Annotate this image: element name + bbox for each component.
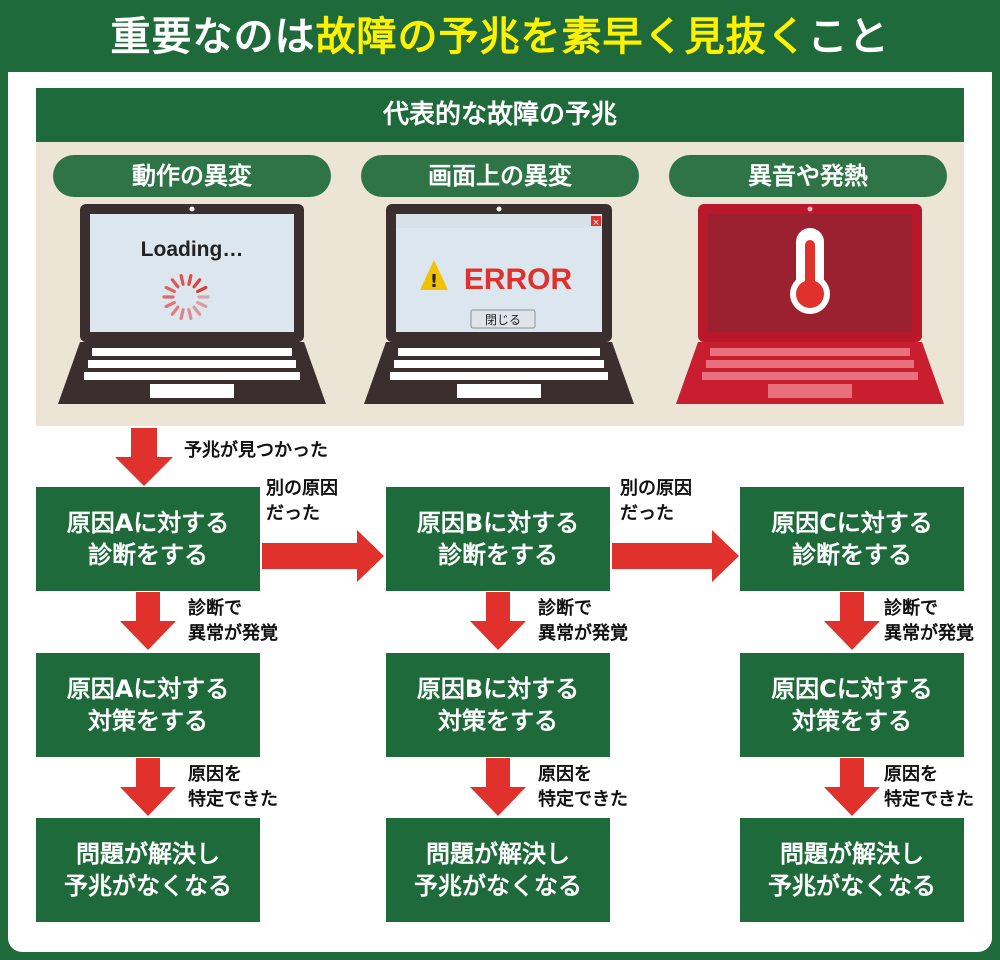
spinner-dash <box>196 301 208 309</box>
label-diag-a-line2: 異常が発覚 <box>188 623 278 645</box>
diagnose-a-line1: 原因Aに対する <box>66 508 230 537</box>
label-other-cause-1-line1: 別の原因 <box>266 478 338 499</box>
resolve-a-line2: 予兆がなくなる <box>64 872 232 900</box>
dialog-close-button <box>470 309 536 329</box>
label-diag-c-line2: 異常が発覚 <box>884 623 974 645</box>
arrow-other-cause-2 <box>612 530 739 582</box>
label-found: 予兆が見つかった <box>184 440 328 461</box>
label-cause-b: 原因を 特定できた <box>538 762 628 812</box>
laptop-heat <box>676 204 944 404</box>
label-cause-a-line1: 原因を <box>188 764 242 785</box>
page-title: 重要なのは故障の予兆を素早く見抜くこと <box>0 4 1000 70</box>
laptop-loading <box>58 204 326 404</box>
label-cause-c-line1: 原因を <box>884 764 938 785</box>
measure-b-line2: 対策をする <box>437 707 558 735</box>
close-icon <box>591 216 601 226</box>
diagnose-b-box: 原因Bに対する診断をする <box>386 487 610 591</box>
measure-a-box: 原因Aに対する対策をする <box>36 653 260 757</box>
arrow-found <box>115 428 173 486</box>
measure-b-box: 原因Bに対する対策をする <box>386 653 610 757</box>
loading-text: Loading… <box>141 238 244 261</box>
measure-a-line1: 原因Aに対する <box>66 674 230 703</box>
title-part3: こと <box>807 14 890 60</box>
label-diag-a-line1: 診断で <box>188 598 242 619</box>
arrow-cause-c <box>824 758 880 816</box>
loading-spinner-icon <box>162 274 210 320</box>
diagnose-b-line1: 原因Bに対する <box>416 508 580 537</box>
label-other-cause-2-line2: だった <box>620 503 674 525</box>
title-part1: 重要なのは <box>110 14 316 60</box>
label-cause-b-line2: 特定できた <box>538 789 628 811</box>
label-diag-c-line1: 診断で <box>884 598 938 619</box>
resolve-c-line2: 予兆がなくなる <box>768 872 936 900</box>
measure-c-line2: 対策をする <box>792 707 912 735</box>
spinner-dash <box>192 305 202 316</box>
diagnose-a-box: 原因Aに対する診断をする <box>36 487 260 591</box>
resolve-c-line1: 問題が解決し <box>780 839 924 868</box>
omen-label-screen: 画面上の異変 <box>361 155 639 197</box>
resolve-c-box: 問題が解決し予兆がなくなる <box>740 818 964 922</box>
spinner-dash <box>196 285 208 293</box>
resolve-b-box: 問題が解決し予兆がなくなる <box>386 818 610 922</box>
resolve-a-box: 問題が解決し予兆がなくなる <box>36 818 260 922</box>
omen-label-noise-heat: 異音や発熱 <box>669 155 947 197</box>
diagnose-b-line2: 診断をする <box>437 541 558 569</box>
label-cause-a-line2: 特定できた <box>188 789 278 811</box>
resolve-b-line1: 問題が解決し <box>426 839 570 868</box>
omen-header: 代表的な故障の予兆 <box>36 88 964 142</box>
label-diag-b-line1: 診断で <box>538 598 592 619</box>
arrow-cause-b <box>470 758 526 816</box>
arrow-other-cause-1 <box>262 530 384 582</box>
spinner-dash <box>170 278 180 289</box>
label-other-cause-2: 別の原因 だった <box>620 476 692 526</box>
arrow-diag-b <box>470 592 526 650</box>
warning-icon: ! <box>420 260 448 292</box>
spinner-dash <box>187 308 193 320</box>
dialog-button-label: 閉じる <box>485 313 521 327</box>
label-diag-c: 診断で 異常が発覚 <box>884 596 974 646</box>
measure-b-line1: 原因Bに対する <box>416 674 580 703</box>
arrow-diag-c <box>824 592 880 650</box>
label-diag-a: 診断で 異常が発覚 <box>188 596 278 646</box>
spinner-dash <box>192 278 202 289</box>
label-other-cause-1: 別の原因 だった <box>266 476 338 526</box>
label-cause-b-line1: 原因を <box>538 764 592 785</box>
resolve-a-line1: 問題が解決し <box>76 839 220 868</box>
omen-label-behavior: 動作の異変 <box>53 155 331 197</box>
label-cause-c: 原因を 特定できた <box>884 762 974 812</box>
error-text: ERROR <box>464 263 573 296</box>
measure-c-box: 原因Cに対する対策をする <box>740 653 964 757</box>
measure-c-line1: 原因Cに対する <box>771 674 933 703</box>
arrow-cause-a <box>120 758 176 816</box>
spinner-dash <box>170 305 180 316</box>
title-highlight: 故障の予兆を素早く見抜く <box>315 14 808 60</box>
laptop-error: × ! <box>364 204 634 404</box>
arrow-diag-a <box>120 592 176 650</box>
diagnose-c-line2: 診断をする <box>792 541 912 569</box>
spinner-dash <box>179 274 185 286</box>
spinner-dash <box>187 274 193 286</box>
spinner-dash <box>164 301 176 309</box>
diagnose-a-line2: 診断をする <box>87 541 208 569</box>
label-cause-a: 原因を 特定できた <box>188 762 278 812</box>
label-other-cause-1-line2: だった <box>266 503 320 525</box>
diagnose-c-box: 原因Cに対する診断をする <box>740 487 964 591</box>
label-cause-c-line2: 特定できた <box>884 789 974 811</box>
svg-text:!: ! <box>430 271 438 292</box>
measure-a-line2: 対策をする <box>87 707 208 735</box>
spinner-dash <box>179 308 185 320</box>
label-diag-b-line2: 異常が発覚 <box>538 623 628 645</box>
resolve-b-line2: 予兆がなくなる <box>414 872 582 900</box>
label-other-cause-2-line1: 別の原因 <box>620 478 692 499</box>
diagnose-c-line1: 原因Cに対する <box>771 508 933 537</box>
svg-text:×: × <box>592 218 600 228</box>
keyboard-keys <box>84 348 300 398</box>
spinner-dash <box>164 285 176 293</box>
label-diag-b: 診断で 異常が発覚 <box>538 596 628 646</box>
thermometer-icon <box>790 228 830 314</box>
